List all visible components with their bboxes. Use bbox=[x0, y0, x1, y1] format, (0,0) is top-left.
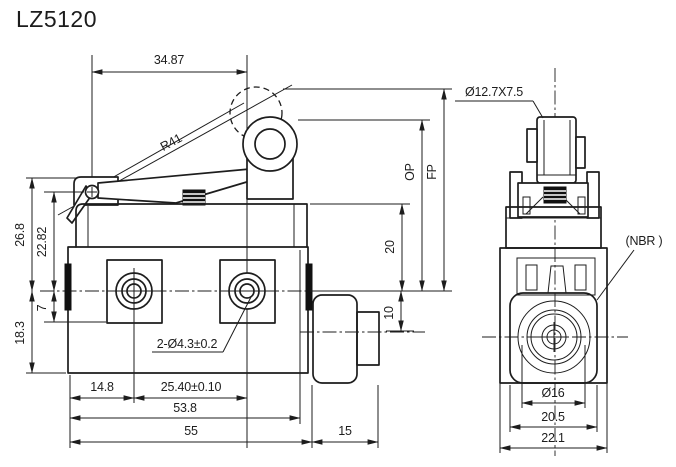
pivot-crosshair bbox=[87, 187, 97, 197]
switch-body-outline bbox=[67, 246, 309, 374]
dim-plunger-height: 20 bbox=[310, 203, 410, 292]
dim-overall-depth: 22.1 bbox=[499, 383, 608, 453]
plunger-spring-front bbox=[182, 189, 206, 206]
plunger-spring-side bbox=[543, 186, 567, 204]
svg-text:15: 15 bbox=[338, 424, 352, 438]
svg-text:20.5: 20.5 bbox=[541, 410, 565, 424]
dim-left-step: 7 bbox=[35, 290, 106, 323]
svg-text:2-Ø4.3±0.2: 2-Ø4.3±0.2 bbox=[157, 337, 218, 351]
drawing-title: LZ5120 bbox=[16, 6, 97, 32]
svg-text:(NBR ): (NBR ) bbox=[626, 234, 663, 248]
svg-text:22.82: 22.82 bbox=[35, 227, 49, 258]
svg-text:OP: OP bbox=[403, 163, 417, 181]
label-mount-holes: 2-Ø4.3±0.2 bbox=[152, 296, 252, 353]
dim-fp: FP bbox=[283, 88, 452, 292]
right-mount-hole bbox=[224, 272, 270, 310]
dim-bottom-left: 14.8 bbox=[69, 380, 135, 401]
cable-outlet-front bbox=[312, 294, 358, 384]
svg-text:Ø16: Ø16 bbox=[541, 386, 564, 400]
side-view bbox=[482, 68, 628, 456]
right-mount-slot bbox=[305, 263, 313, 311]
dim-left-total: 26.8 bbox=[13, 177, 76, 292]
dim-overall-width: 55 bbox=[69, 424, 313, 445]
svg-text:Ø12.7X7.5: Ø12.7X7.5 bbox=[465, 85, 523, 99]
dim-outlet-offset: 10 bbox=[382, 290, 414, 332]
head-inner-walls bbox=[87, 204, 295, 247]
cable-outlet-tip-front bbox=[356, 311, 380, 366]
dim-body-width: 53.8 bbox=[69, 401, 301, 421]
svg-text:10: 10 bbox=[382, 306, 396, 320]
svg-text:22.1: 22.1 bbox=[541, 431, 565, 445]
bottom-extension-lines bbox=[69, 250, 379, 448]
dim-outlet-length: 15 bbox=[311, 424, 379, 445]
svg-text:14.8: 14.8 bbox=[90, 380, 114, 394]
svg-text:55: 55 bbox=[184, 424, 198, 438]
roller-lever-arm bbox=[97, 168, 251, 204]
switch-head-outline bbox=[75, 203, 308, 248]
dim-op: OP bbox=[298, 119, 430, 292]
dim-left-lower: 18.3 bbox=[13, 290, 66, 374]
right-hole-boss bbox=[219, 259, 276, 324]
roller-pin-left bbox=[526, 128, 538, 163]
svg-text:FP: FP bbox=[425, 164, 439, 180]
dim-left-pivot: 22.82 bbox=[35, 191, 84, 292]
roller-side-details bbox=[537, 120, 576, 176]
terminal-panel bbox=[516, 257, 596, 296]
terminal-clip-left bbox=[525, 264, 538, 291]
dim-top-width: 34.87 bbox=[91, 53, 248, 75]
svg-text:34.87: 34.87 bbox=[154, 53, 185, 67]
left-mount-slot bbox=[64, 263, 72, 311]
label-roller-size: Ø12.7X7.5 bbox=[455, 85, 544, 119]
lever-free-position-line bbox=[95, 102, 245, 188]
side-view-dimensions: Ø12.7X7.5 (NBR ) Ø16 20.5 22.1 bbox=[455, 85, 663, 453]
label-seal-material: (NBR ) bbox=[596, 234, 663, 301]
dim-lever-radius: R41 bbox=[158, 131, 185, 154]
dim-hole-pitch: 25.40±0.10 bbox=[133, 380, 248, 401]
svg-text:7: 7 bbox=[35, 304, 49, 311]
front-view bbox=[40, 55, 425, 448]
body-side bbox=[499, 247, 608, 384]
svg-text:26.8: 26.8 bbox=[13, 223, 27, 247]
svg-text:25.40±0.10: 25.40±0.10 bbox=[161, 380, 222, 394]
gland-boss bbox=[509, 292, 598, 384]
front-view-dimensions: 34.87 R41 OP FP 20 10 26.8 bbox=[13, 53, 452, 448]
svg-text:53.8: 53.8 bbox=[173, 401, 197, 415]
gland-circles bbox=[517, 300, 591, 374]
terminal-clip-right bbox=[574, 264, 587, 291]
terminal-center-lug bbox=[547, 265, 567, 294]
svg-text:R41: R41 bbox=[158, 131, 185, 154]
dim-outlet-dia: Ø16 bbox=[521, 345, 586, 408]
head-clip-right bbox=[577, 196, 586, 215]
roller-pin-right bbox=[575, 136, 586, 169]
left-mount-hole bbox=[111, 268, 157, 314]
dim-boss-width: 20.5 bbox=[509, 385, 598, 432]
svg-text:20: 20 bbox=[383, 240, 397, 254]
roller-hub bbox=[254, 128, 286, 160]
svg-text:18.3: 18.3 bbox=[13, 321, 27, 345]
